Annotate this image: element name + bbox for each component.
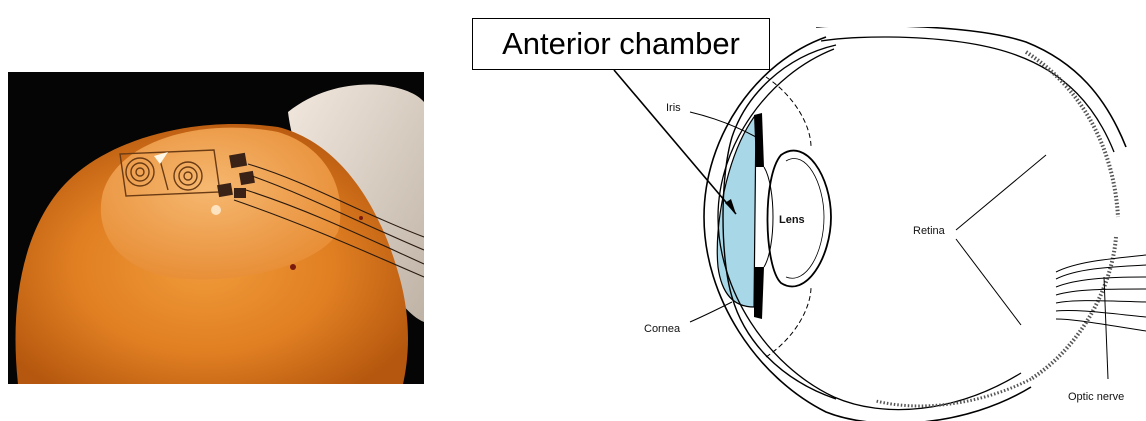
label-retina: Retina [913, 225, 946, 237]
label-cornea: Cornea [644, 323, 681, 335]
implant-photo [8, 72, 424, 384]
label-optic-nerve: Optic nerve [1068, 391, 1124, 403]
eye-cross-section-diagram: Iris Lens Retina Cornea Optic nerve [636, 27, 1146, 421]
label-iris: Iris [666, 102, 681, 114]
anterior-chamber-callout: Anterior chamber [472, 18, 770, 70]
label-lens: Lens [779, 214, 805, 226]
